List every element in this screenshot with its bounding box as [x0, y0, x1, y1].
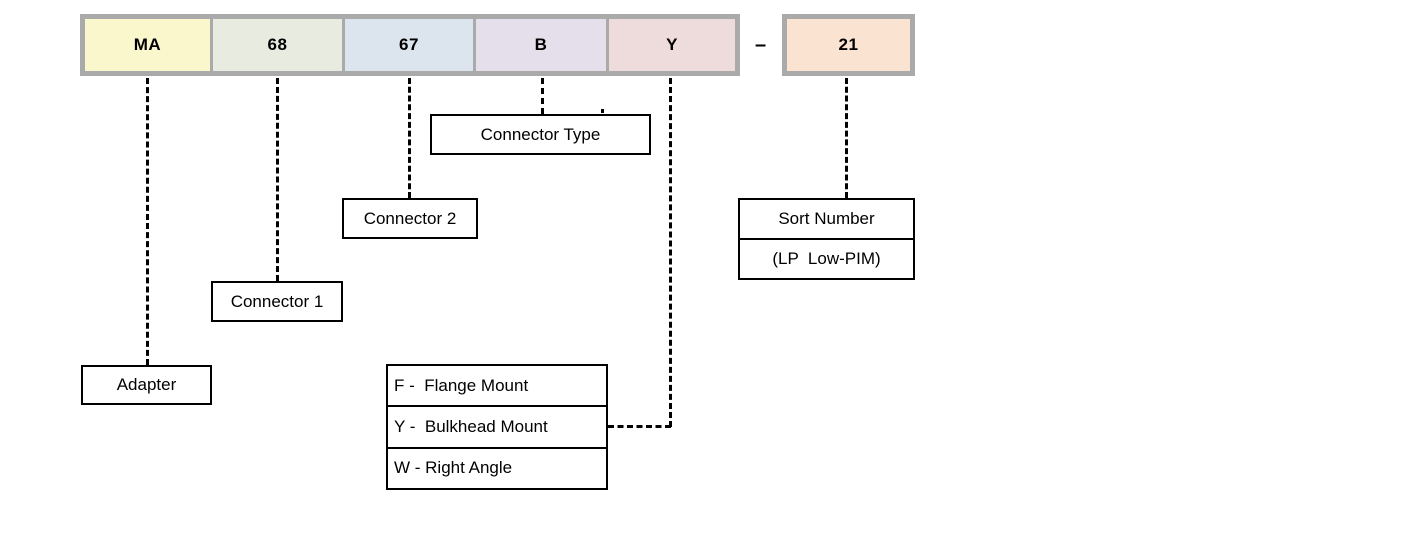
callout-adapter: Adapter [81, 365, 212, 405]
leader-line-sort-number [845, 78, 848, 198]
bar-segment-connector-1[interactable]: 68 [213, 19, 345, 71]
callout-connector-1: Connector 1 [211, 281, 343, 322]
callout-connector-type-label: Connector Type [480, 124, 601, 144]
bar-segment-connector-type[interactable]: B [476, 19, 609, 71]
callout-sort-number: Sort Number (LP Low-PIM) [738, 198, 915, 280]
leader-line-mount-style-vertical [669, 78, 672, 427]
callout-connector-2-label: Connector 2 [363, 208, 457, 228]
callout-mount-style-option-right-angle: W - Right Angle [388, 446, 606, 488]
callout-sort-number-label: Sort Number [778, 209, 875, 228]
part-number-suffix-bar: 21 [782, 14, 915, 76]
callout-mount-style-option-bulkhead: Y - Bulkhead Mount [388, 405, 606, 446]
leader-line-connector-type [541, 78, 544, 114]
bar-segment-connector-2[interactable]: 67 [345, 19, 476, 71]
callout-connector-type: Connector Type [430, 114, 651, 155]
bar-segment-mount-style[interactable]: Y [609, 19, 735, 71]
callout-mount-style: F - Flange Mount Y - Bulkhead Mount W - … [386, 364, 608, 490]
leader-line-mount-style-horizontal [608, 425, 671, 428]
callout-adapter-label: Adapter [116, 375, 177, 394]
bar-segment-adapter[interactable]: MA [85, 19, 213, 71]
callout-connector-2: Connector 2 [342, 198, 478, 239]
callout-mount-style-option-flange: F - Flange Mount [394, 375, 529, 395]
part-number-bar: MA 68 67 B Y [80, 14, 740, 76]
callout-connector-1-label: Connector 1 [230, 291, 324, 311]
leader-line-connector-2 [408, 78, 411, 198]
callout-sort-number-note: (LP Low-PIM) [740, 238, 913, 278]
leader-line-adapter [146, 78, 149, 365]
part-number-separator: – [755, 34, 767, 56]
artifact-speck [601, 109, 604, 113]
bar-segment-sort-number[interactable]: 21 [787, 19, 910, 71]
leader-line-connector-1 [276, 78, 279, 281]
